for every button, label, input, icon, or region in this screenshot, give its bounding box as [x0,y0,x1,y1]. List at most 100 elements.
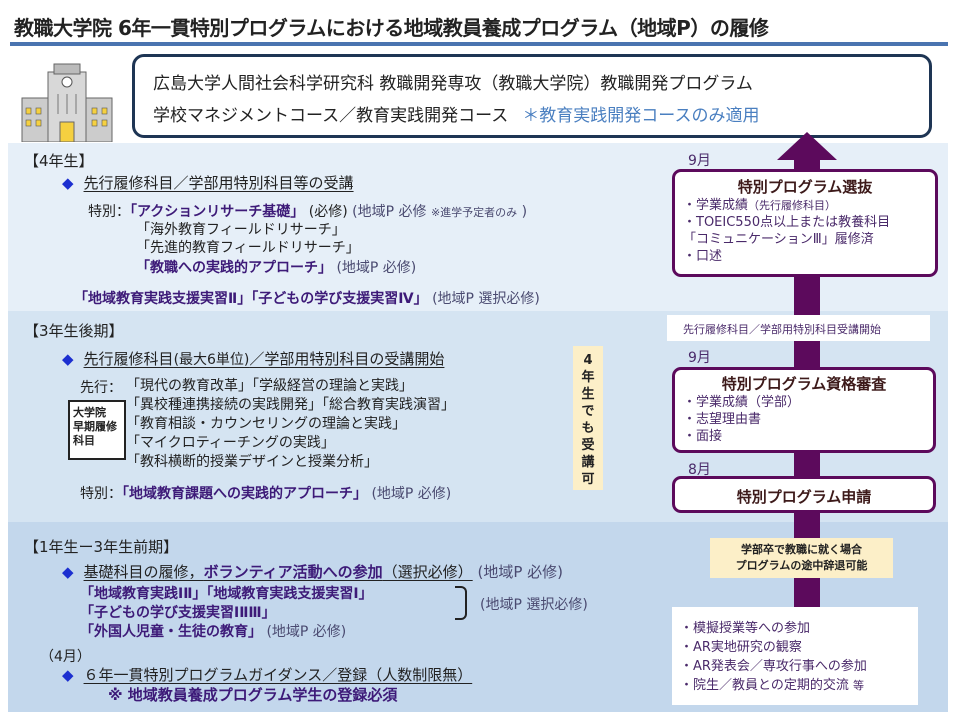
courses-text: 学校マネジメントコース／教育実践開発コース [153,106,509,126]
year1-course-1: 「地域教育実践ⅠⅡ」「地域教育実践支援実習Ⅰ」 [80,586,373,602]
year4-course-2: 「海外教育フィールドリサーチ」 [136,222,346,238]
note-line: 学部卒で教職に就く場合 [741,543,862,556]
applicability-note: ＊教育実践開発コースのみ適用 [522,106,760,126]
advance-course: 「教科横断的授業デザインと授業分析」 [126,454,378,470]
course-names: 学校マネジメントコース／教育実践開発コース ＊教育実践開発コースのみ適用 [153,101,759,126]
note-char: で [581,404,595,419]
year4-course-3: 「先進的教育フィールドリサーチ」 [136,240,360,256]
h-a: 基礎科目の履修， [83,563,204,581]
activity-item: ・AR発表会／専攻行事への参加 [680,659,867,674]
item-small: （先行履修科目） [748,199,837,212]
activity-etc: 等 [853,679,865,692]
box-item: ・面接 [683,429,723,444]
note: (地域P 必修) [477,563,563,581]
close: ) [521,204,528,220]
title-divider [10,42,948,46]
group-note: (地域P 選択必修) [480,597,588,613]
note-char: 年 [581,370,595,385]
advance-course: 「現代の教育改革」「学級経営の理論と実践」 [126,378,413,394]
h-a: 先行履修科目 [83,350,174,368]
diamond-bullet-icon: ◆ [62,350,74,368]
early-line: 科目 [73,434,95,447]
advance-course: 「教育相談・カウンセリングの理論と実践」 [126,416,406,432]
prefix: 特別： [88,204,130,220]
activity-item: ・模擬授業等への参加 [680,621,811,636]
activity-text: ・院生／教員との定期的交流 [680,678,849,693]
note-char: 講 [581,455,595,470]
box-title: 特別プログラム選抜 [737,178,873,196]
heading-text: 先行履修科目(最大6単位)／学部用特別科目の受講開始 [84,350,445,368]
small-note: ※進学予定者のみ [430,206,518,219]
year4-heading: ◆ 先行履修科目／学部用特別科目等の受講 [62,172,354,193]
note: (地域P 必修) [371,486,452,502]
course: 「地域教育実践支援実習Ⅱ」「子どもの学び支援実習Ⅳ」 [74,291,428,307]
box-item: ・学業成績（先行履修科目） [683,197,927,214]
diamond-bullet-icon: ◆ [62,666,74,684]
advance-course: 「異校種連携接続の実践開発」「総合教育実践演習」 [126,397,455,413]
heading-text: 基礎科目の履修，ボランティア活動への参加（選択必修） [84,563,473,581]
note-char: 受 [581,438,595,453]
review-box: 特別プログラム資格審査 ・学業成績（学部） ・志望理由書 ・面接 [672,367,936,453]
year4-course-4: 「教職への実践的アプローチ」 (地域P 必修) [136,257,416,277]
year3-special: 特別：「地域教育課題への実践的アプローチ」 (地域P 必修) [80,483,451,503]
box-item: ・学業成績（学部） [683,395,801,410]
course: 「教職への実践的アプローチ」 [136,260,332,276]
heading-text: 先行履修科目／学部用特別科目等の受講 [83,174,354,192]
advance-prefix: 先行： [80,380,122,396]
h-b: (最大6単位) [173,352,250,368]
course: 「アクションリサーチ基礎」 [130,204,305,220]
guidance-heading: ◆ ６年一貫特別プログラムガイダンス／登録（人数制限無） [62,664,472,685]
early-course-box: 大学院 早期履修 科目 [68,400,126,460]
advance-course-list: 「現代の教育改革」「学級経営の理論と実践」 「異校種連携接続の実践開発」「総合教… [126,377,455,472]
year1-course-3: 「外国人児童・生徒の教育」 (地域P 必修) [80,621,346,641]
course: 「地域教育課題への実践的アプローチ」 [122,486,367,502]
early-line: 大学院 [73,406,106,419]
box-item: 「コミュニケーションⅢ」履修済 [683,232,874,247]
graduate-program-name: 広島大学人間社会科学研究科 教職開発専攻（教職大学院）教職開発プログラム [153,74,753,94]
start-note: 先行履修科目／学部用特別科目受講開始 [667,315,930,341]
application-month: 8月 [688,462,711,478]
year4-course-1: 特別：「アクションリサーチ基礎」 (必修) (地域P 必修 ※進学予定者のみ ) [88,201,527,221]
year4-course-5: 「地域教育実践支援実習Ⅱ」「子どもの学び支援実習Ⅳ」 (地域P 選択必修) [74,288,540,308]
note-char: も [581,421,595,436]
year3-heading: ◆ 先行履修科目(最大6単位)／学部用特別科目の受講開始 [62,348,444,369]
program-info-box: 広島大学人間社会科学研究科 教職開発専攻（教職大学院）教職開発プログラム 学校マ… [132,54,932,138]
activity-item: ・AR実地研究の観察 [680,640,802,655]
year1-heading: ◆ 基礎科目の履修，ボランティア活動への参加（選択必修） (地域P 必修) [62,561,563,582]
application-box: 特別プログラム申請 [672,476,936,513]
h-b: ボランティア活動への参加 [203,563,383,581]
section-label-year1-3: 【1年生ー3年生前期】 [24,538,179,556]
note: (地域P 必修 [352,204,427,220]
note: (地域P 必修) [336,260,417,276]
withdrawal-note: 学部卒で教職に就く場合 プログラムの途中辞退可能 [710,538,893,578]
diamond-bullet-icon: ◆ [62,174,74,192]
note-line: プログラムの途中辞退可能 [735,559,868,572]
box-title: 特別プログラム申請 [736,488,872,506]
diamond-bullet-icon: ◆ [62,563,74,581]
note: (地域P 選択必修) [432,291,540,307]
activities-box: ・模擬授業等への参加 ・AR実地研究の観察 ・AR発表会／専攻行事への参加 ・院… [672,607,918,705]
h-c: （選択必修） [382,563,473,581]
box-item: ・TOEIC550点以上または教養科目 [683,215,891,230]
note-char: 4 [583,353,593,368]
activity-item: ・院生／教員との定期的交流 等 [680,676,918,695]
review-month: 9月 [688,350,711,366]
req: (必修) [308,204,348,220]
box-item: ・志望理由書 [683,412,762,427]
selection-box: 特別プログラム選抜 ・学業成績（先行履修科目） ・TOEIC550点以上または教… [672,169,938,277]
arrow-head [777,132,837,160]
note-char: 可 [581,472,595,487]
advance-course: 「マイクロティーチングの実践」 [126,435,335,451]
prefix: 特別： [80,486,122,502]
guidance-month: （4月） [40,649,91,665]
section-label-year3-late: 【3年生後期】 [24,322,124,340]
note: (地域P 必修) [266,624,347,640]
section-label-year4: 【4年生】 [24,152,94,170]
selection-month: 9月 [688,153,711,169]
box-item: ・口述 [683,249,723,264]
early-line: 早期履修 [73,420,117,433]
year4-also-note: 4 年生でも受講可 [573,346,603,490]
heading-text: ６年一貫特別プログラムガイダンス／登録（人数制限無） [83,666,473,684]
item: ・学業成績 [683,198,749,213]
note-char: 生 [581,387,595,402]
